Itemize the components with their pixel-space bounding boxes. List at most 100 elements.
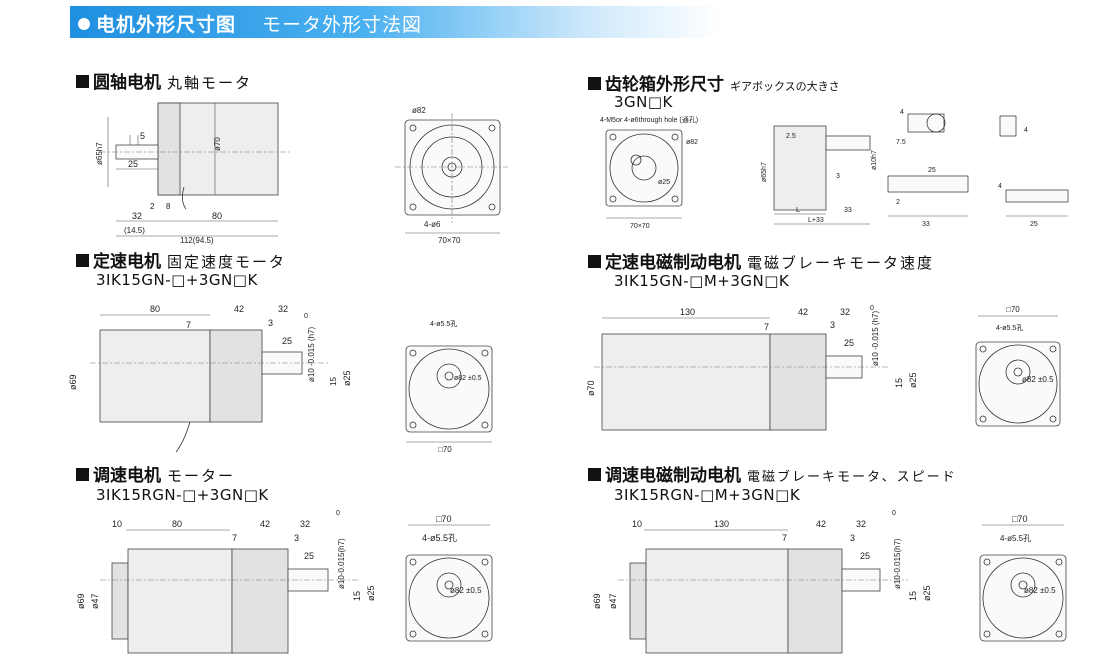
gb-output-shaft <box>887 175 969 193</box>
vb-dim-32: 32 <box>856 519 866 529</box>
front-square-flange <box>404 119 501 216</box>
v-dim-3: 3 <box>294 533 299 543</box>
constant-brake-motor-drawing: 130 7 42 32 3 25 ø70 ø10 -0.015 (h7) 0 1… <box>586 305 1061 431</box>
vb-dim-130: 130 <box>714 519 729 529</box>
gb-L: L <box>796 207 800 214</box>
square-bullet-icon <box>76 254 89 267</box>
v-gearbox <box>231 548 289 654</box>
gb-25: 25 <box>928 167 936 174</box>
variable-model: 3IK15RGN-□+3GN□K <box>96 486 269 504</box>
c-holes: 4-ø5.5孔 <box>430 320 457 328</box>
square-bullet-icon <box>76 75 89 88</box>
gb-key-view <box>907 113 945 133</box>
c-cable <box>175 421 191 453</box>
gb-front-square <box>605 129 683 207</box>
c-gearbox <box>209 329 263 423</box>
variable-motor-drawing: 10 80 7 42 32 3 25 ø69 ø47 ø10-0.015(h7)… <box>76 510 493 654</box>
v-dim-d69: ø69 <box>76 593 86 609</box>
v-dim-32: 32 <box>300 519 310 529</box>
gb-2: 2 <box>896 199 900 206</box>
cb-sq70: □70 <box>1006 305 1020 314</box>
vb-dim-d47: ø47 <box>608 593 618 609</box>
v-dim-10: 10 <box>112 519 122 529</box>
gearbox-model: 3GN□K <box>614 93 673 111</box>
section-gearbox-title: 齿轮箱外形尺寸ギアボックスの大きさ <box>588 70 840 95</box>
v-dim-d25: ø25 <box>366 585 376 601</box>
cb-dim-d25: ø25 <box>908 372 918 388</box>
gearbox-drawing: 4-M5or 4-ø6through hole (通孔) ø82 ø25 70×… <box>600 109 1069 230</box>
v-dim-15: 15 <box>352 591 362 601</box>
dim-25: 25 <box>128 159 138 169</box>
v-dim-shaft: ø10-0.015(h7) <box>337 538 346 589</box>
section-constant-title: 定速电机固定速度モータ <box>76 247 286 272</box>
gb-d10h7: ø10h7 <box>871 150 878 170</box>
vb-dim-d69: ø69 <box>592 593 602 609</box>
vb-holes: 4-ø5.5孔 <box>1000 534 1031 543</box>
gb-L33: L+33 <box>808 217 824 224</box>
v-dim-7: 7 <box>232 533 237 543</box>
square-bullet-icon <box>588 255 601 268</box>
dim-80: 80 <box>212 211 222 221</box>
v-holes: 4-ø5.5孔 <box>422 533 457 543</box>
gb-25d: 25 <box>1030 221 1038 228</box>
cb-dim-15: 15 <box>894 378 904 388</box>
cb-dim-32: 32 <box>840 307 850 317</box>
vb-dim-15: 15 <box>908 591 918 601</box>
vb-sq70: □70 <box>1012 514 1027 524</box>
cb-pcd: ø82 ±0.5 <box>1022 375 1054 384</box>
constant-motor-drawing: 80 7 42 32 3 25 ø69 ø10 -0.015 (h7) 0 15… <box>68 304 493 454</box>
round-shaft-motor-drawing: 5 25 ø70 ø65h7 32 80 2 8 (14.5) 112(94.5… <box>95 102 508 245</box>
cable <box>182 186 187 210</box>
c-motor-body <box>99 329 211 423</box>
gb-d25: ø25 <box>658 179 670 186</box>
v-dim-shaft0: 0 <box>336 510 340 517</box>
cb-holes: 4-ø5.5孔 <box>996 324 1023 332</box>
c-dim-shaft: ø10 -0.015 (h7) <box>307 327 316 382</box>
vb-dim-shaft: ø10-0.015(h7) <box>893 538 902 589</box>
square-bullet-icon <box>588 468 601 481</box>
gb-4b: 4 <box>1024 127 1028 134</box>
v-dim-25: 25 <box>304 551 314 561</box>
constant-brake-model: 3IK15GN-□M+3GN□K <box>614 272 790 290</box>
vb-dim-42: 42 <box>816 519 826 529</box>
gb-holes: 4-M5or 4-ø6through hole (通孔) <box>600 115 698 124</box>
section-variable-brake-title: 调速电磁制动电机電磁ブレーキモータ、スピード <box>588 461 957 486</box>
gb-3: 3 <box>836 173 840 180</box>
c-dim-d25: ø25 <box>342 370 352 386</box>
variable-brake-model: 3IK15RGN-□M+3GN□K <box>614 486 801 504</box>
dim-70x70: 70×70 <box>438 236 461 245</box>
dim-112: 112(94.5) <box>180 236 214 245</box>
dim-holes: 4-ø6 <box>424 220 441 229</box>
c-dim-3: 3 <box>268 318 273 328</box>
gb-4c: 4 <box>998 183 1002 190</box>
v-motor-body <box>127 548 233 654</box>
dim-d70: ø70 <box>213 137 222 151</box>
cb-motor-body <box>601 333 771 431</box>
variable-brake-motor-drawing: 10 130 7 42 32 3 25 ø69 ø47 ø10-0.015(h7… <box>592 510 1067 654</box>
dim-32: 32 <box>132 211 142 221</box>
c-dim-shaft0: 0 <box>304 313 308 320</box>
vb-dim-25: 25 <box>860 551 870 561</box>
gb-2-5: 2.5 <box>786 133 796 140</box>
vb-gearbox <box>787 548 843 654</box>
c-pcd: ø82 ±0.5 <box>454 375 482 382</box>
c-dim-7: 7 <box>186 320 191 330</box>
banner-title: 电机外形尺寸图モータ外形寸法図 <box>78 10 422 37</box>
section-variable-title: 调速电机モーター <box>76 461 235 486</box>
dim-5: 5 <box>140 131 145 141</box>
vb-end-cap <box>629 562 647 640</box>
cb-dim-7: 7 <box>764 322 769 332</box>
c-dim-80: 80 <box>150 304 160 314</box>
vb-pcd: ø82 ±0.5 <box>1024 586 1056 595</box>
cb-dim-shaft0: 0 <box>870 305 874 312</box>
vb-dim-shaft0: 0 <box>892 510 896 517</box>
dim-14-5: (14.5) <box>124 226 145 235</box>
v-pcd: ø82 ±0.5 <box>450 586 482 595</box>
cb-dim-3: 3 <box>830 320 835 330</box>
vb-dim-7: 7 <box>782 533 787 543</box>
gb-7-5: 7.5 <box>896 139 906 146</box>
bullet-icon <box>78 18 90 30</box>
cb-dim-42: 42 <box>798 307 808 317</box>
gb-key-end <box>999 115 1017 137</box>
vb-motor-body <box>645 548 789 654</box>
